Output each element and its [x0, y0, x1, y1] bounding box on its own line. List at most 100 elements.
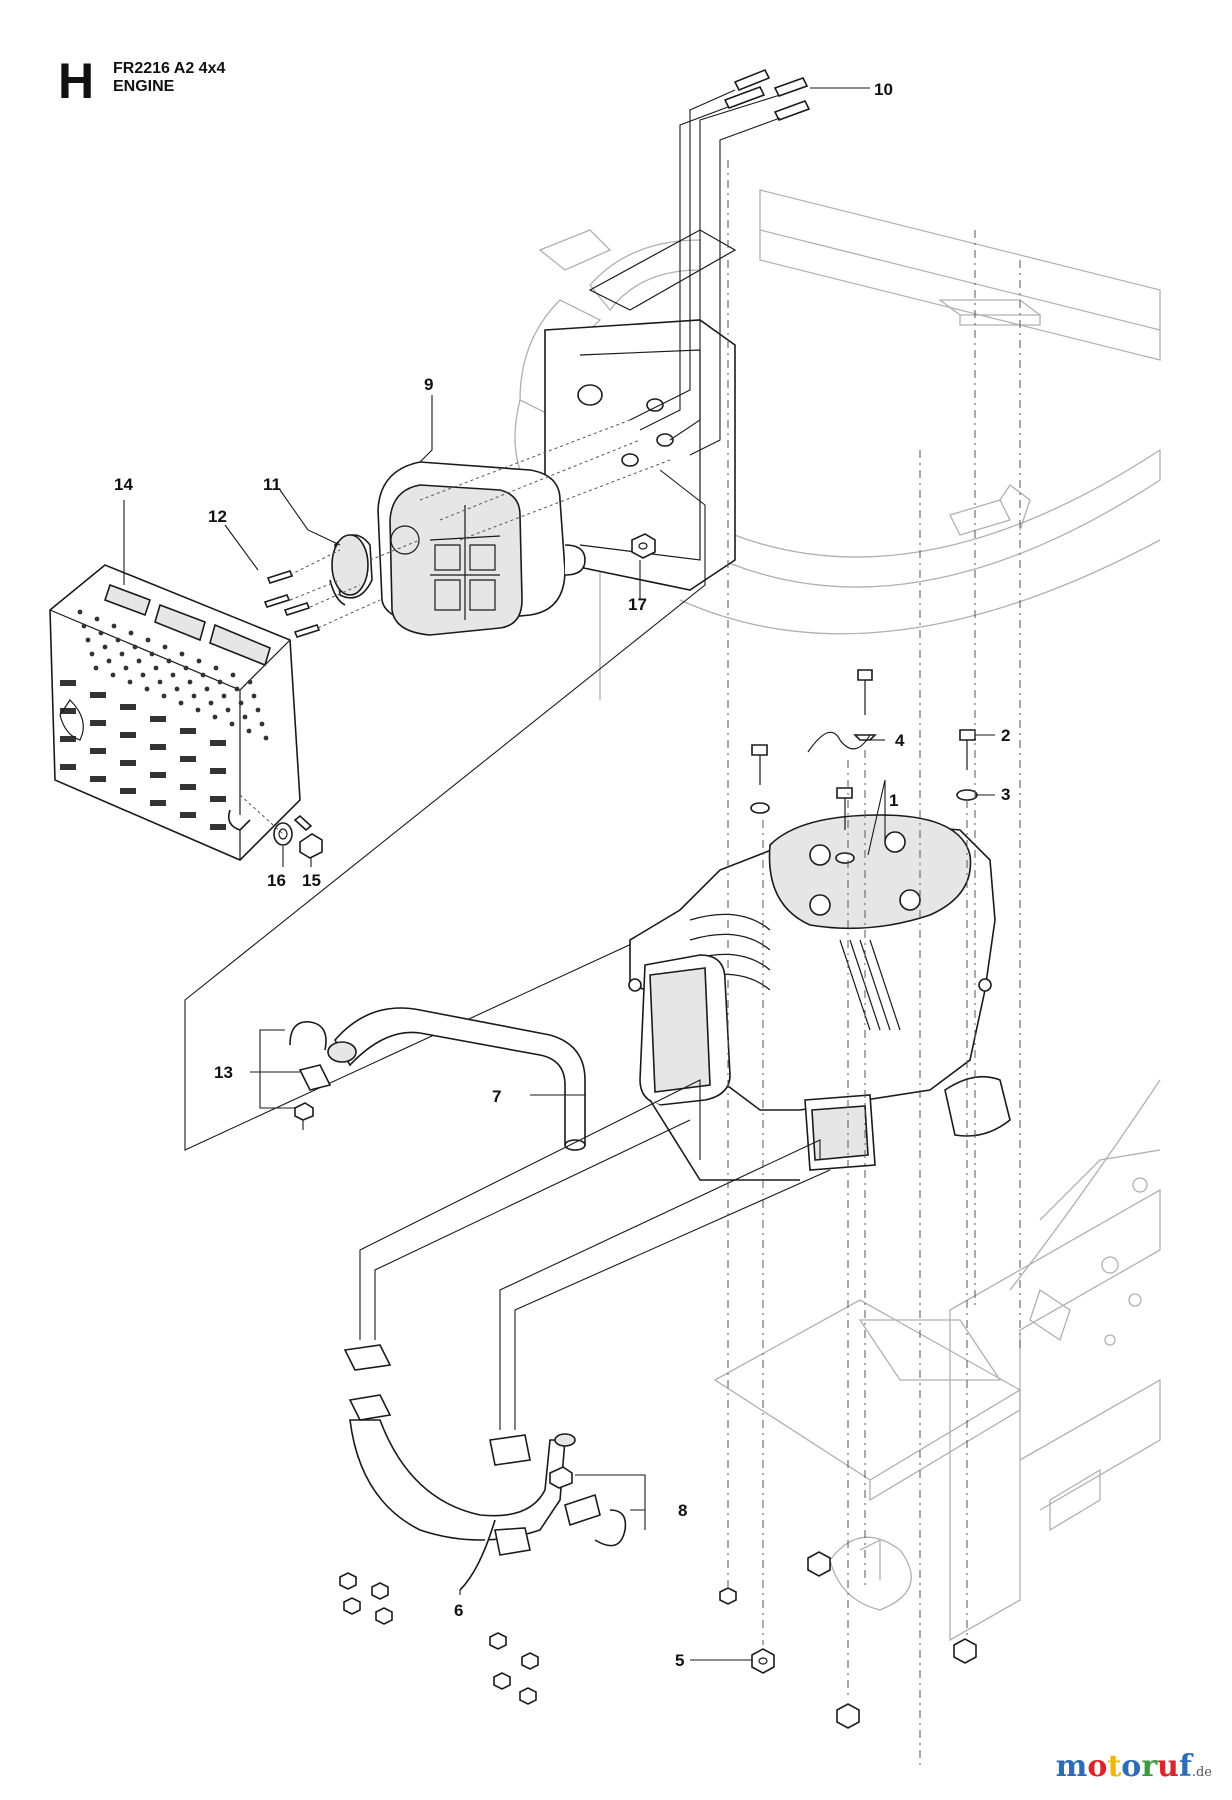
watermark-brand: motoruf	[1056, 1749, 1192, 1784]
heat-shield	[49, 564, 301, 861]
motoruf-watermark: motoruf.de	[1056, 1749, 1212, 1784]
vent-hole	[153, 665, 159, 671]
vent-slot	[210, 824, 226, 830]
shield-vent-holes	[60, 609, 269, 830]
clamp-8	[549, 1466, 627, 1547]
vent-hole	[136, 658, 142, 664]
watermark-letter: o	[1121, 1749, 1142, 1784]
vent-hole	[217, 679, 223, 685]
callout-labels: 1 2 3 4 5 6 7 8 9 10 11 12 13 14 15 16 1…	[114, 80, 1010, 1670]
vent-hole	[161, 693, 167, 699]
screws-12	[263, 549, 381, 638]
vent-slot	[150, 744, 166, 750]
callout-3: 3	[1001, 785, 1010, 804]
engine-mount-bolts	[750, 744, 855, 864]
callout-12: 12	[208, 507, 227, 526]
vent-hole	[106, 658, 112, 664]
vent-slot	[150, 800, 166, 806]
vent-hole	[162, 644, 168, 650]
callout-13: 13	[214, 1063, 233, 1082]
watermark-letter: m	[1055, 1749, 1088, 1784]
bolts-10	[629, 68, 870, 456]
vent-hole	[255, 707, 261, 713]
callout-11: 11	[263, 475, 281, 494]
watermark-letter: t	[1107, 1749, 1122, 1784]
vent-hole	[94, 616, 100, 622]
vent-slot	[210, 796, 226, 802]
vent-hole	[132, 644, 138, 650]
vent-hole	[247, 679, 253, 685]
vent-hole	[111, 623, 117, 629]
vent-slot	[180, 784, 196, 790]
vent-hole	[221, 693, 227, 699]
vent-hole	[102, 644, 108, 650]
assembly-outline	[184, 505, 706, 1151]
vent-slot	[180, 812, 196, 818]
hex-nut	[493, 1672, 511, 1690]
vent-hole	[145, 637, 151, 643]
vent-hole	[196, 658, 202, 664]
bolt-15	[293, 814, 323, 859]
vent-slot	[210, 768, 226, 774]
vent-slot	[90, 748, 106, 754]
hex-nut	[519, 1687, 537, 1705]
callout-10: 10	[874, 80, 893, 99]
vent-slot	[210, 740, 226, 746]
vent-slot	[180, 728, 196, 734]
vent-hole	[246, 728, 252, 734]
model-number: FR2216 A2 4x4	[113, 60, 226, 77]
vent-slot	[120, 760, 136, 766]
vent-hole	[208, 700, 214, 706]
callout-5: 5	[675, 1651, 684, 1670]
exhaust-pipe-7	[327, 1007, 586, 1151]
vent-hole	[170, 672, 176, 678]
hex-nut	[719, 1587, 737, 1605]
vent-hole	[127, 679, 133, 685]
exhaust-outlet	[329, 534, 421, 606]
clamp-13	[289, 1021, 332, 1130]
vent-hole	[234, 686, 240, 692]
vent-slot	[150, 772, 166, 778]
vent-hole	[230, 672, 236, 678]
vent-hole	[119, 651, 125, 657]
vent-slot	[120, 732, 136, 738]
vent-slot	[60, 680, 76, 686]
bolt-2	[959, 729, 976, 770]
vent-hole	[166, 658, 172, 664]
callout-9: 9	[424, 375, 433, 394]
callout-14: 14	[114, 475, 133, 494]
vent-slot	[120, 704, 136, 710]
muffler	[377, 419, 671, 636]
vent-hole	[140, 672, 146, 678]
vent-hole	[157, 679, 163, 685]
washer-3	[956, 789, 978, 801]
vent-hole	[225, 707, 231, 713]
vent-hole	[128, 630, 134, 636]
exhaust-manifold-6	[343, 1079, 831, 1591]
hex-nut	[371, 1582, 389, 1600]
hex-nut	[375, 1607, 393, 1625]
vent-hole	[123, 665, 129, 671]
vent-hole	[259, 721, 265, 727]
vent-hole	[178, 700, 184, 706]
vent-hole	[93, 665, 99, 671]
vent-hole	[200, 672, 206, 678]
hex-nut	[343, 1597, 361, 1615]
callout-2: 2	[1001, 726, 1010, 745]
assembly-title: ENGINE	[113, 78, 175, 95]
engine-mount-nuts	[807, 1551, 977, 1729]
vent-hole	[212, 714, 218, 720]
hex-nut	[489, 1632, 507, 1650]
vent-slot	[90, 776, 106, 782]
vent-slot	[90, 692, 106, 698]
alignment-lines	[727, 160, 1021, 1770]
watermark-letter: o	[1087, 1749, 1108, 1784]
vent-hole	[183, 665, 189, 671]
bolt-4	[853, 669, 877, 741]
watermark-letter: f	[1178, 1749, 1192, 1784]
vent-hole	[81, 623, 87, 629]
vent-hole	[213, 665, 219, 671]
vent-hole	[187, 679, 193, 685]
callout-6: 6	[454, 1601, 463, 1620]
